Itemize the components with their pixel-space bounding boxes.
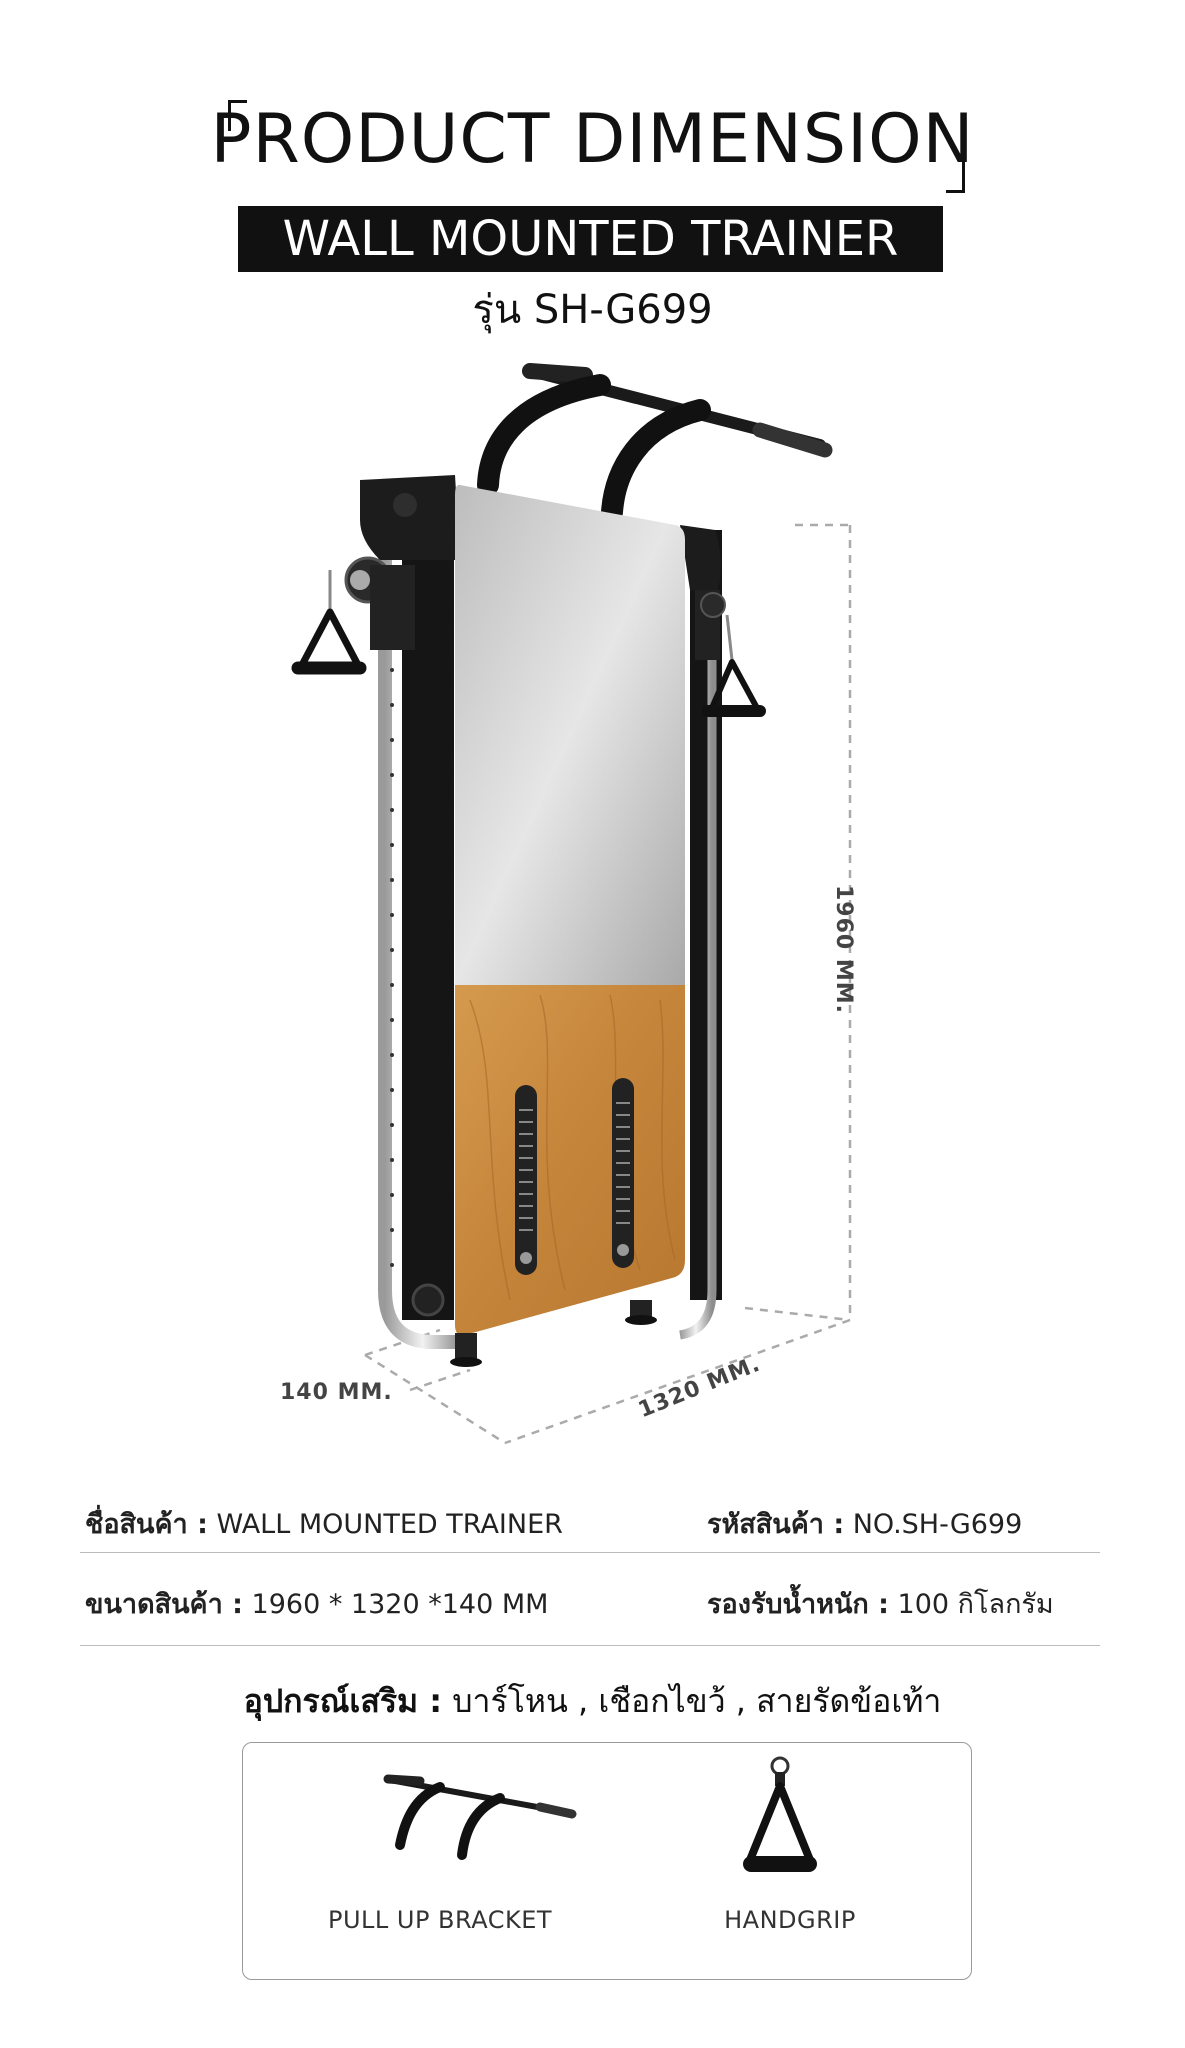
weight-slots xyxy=(515,1078,634,1275)
accessories-key: อุปกรณ์เสริม : xyxy=(243,1682,443,1720)
spec-product-code: รหัสสินค้า : NO.SH-G699 xyxy=(707,1502,1022,1545)
title-bracket-left xyxy=(228,100,247,131)
handgrip-icon xyxy=(743,1756,817,1872)
spec-product-code-value: NO.SH-G699 xyxy=(844,1509,1023,1540)
pull-up-bar-icon xyxy=(383,1774,577,1860)
accessory-label-pull-up-bracket: PULL UP BRACKET xyxy=(327,1906,553,1934)
accessory-label-handgrip: HANDGRIP xyxy=(724,1906,856,1934)
spec-max-weight: รองรับน้ำหนัก : 100 กิโลกรัม xyxy=(707,1582,1054,1625)
spec-product-size: ขนาดสินค้า : 1960 * 1320 *140 MM xyxy=(85,1582,548,1625)
depth-dimension-label: 140 MM. xyxy=(280,1380,393,1405)
accessories-value: บาร์โหน , เชือกไขว้ , สายรัดข้อเท้า xyxy=(442,1682,942,1720)
title-bracket-right xyxy=(946,162,965,193)
spec-product-name-key: ชื่อสินค้า : xyxy=(85,1509,208,1540)
page-title: PRODUCT DIMENSION xyxy=(210,100,975,179)
handgrip-right xyxy=(702,614,766,717)
accessories-line: อุปกรณ์เสริม : บาร์โหน , เชือกไขว้ , สาย… xyxy=(0,1676,1185,1727)
pull-up-bar xyxy=(477,363,833,523)
height-dimension-label: 1960 MM. xyxy=(831,885,856,1015)
spec-product-size-key: ขนาดสินค้า : xyxy=(85,1589,243,1620)
divider xyxy=(80,1645,1100,1646)
spec-product-size-value: 1960 * 1320 *140 MM xyxy=(242,1589,549,1620)
handgrip-left xyxy=(291,570,367,675)
model-number: รุ่น SH-G699 xyxy=(472,287,713,333)
spec-product-name-value: WALL MOUNTED TRAINER xyxy=(207,1509,563,1540)
spec-product-name: ชื่อสินค้า : WALL MOUNTED TRAINER xyxy=(85,1502,563,1545)
spec-product-code-key: รหัสสินค้า : xyxy=(707,1509,845,1540)
spec-max-weight-value: 100 กิโลกรัม xyxy=(888,1589,1054,1620)
product-illustration xyxy=(291,363,852,1445)
accessories-box xyxy=(242,1742,972,1980)
dimension-lines xyxy=(364,523,852,1445)
product-subtitle: WALL MOUNTED TRAINER xyxy=(238,206,943,272)
divider xyxy=(80,1552,1100,1553)
spec-max-weight-key: รองรับน้ำหนัก : xyxy=(707,1589,889,1620)
